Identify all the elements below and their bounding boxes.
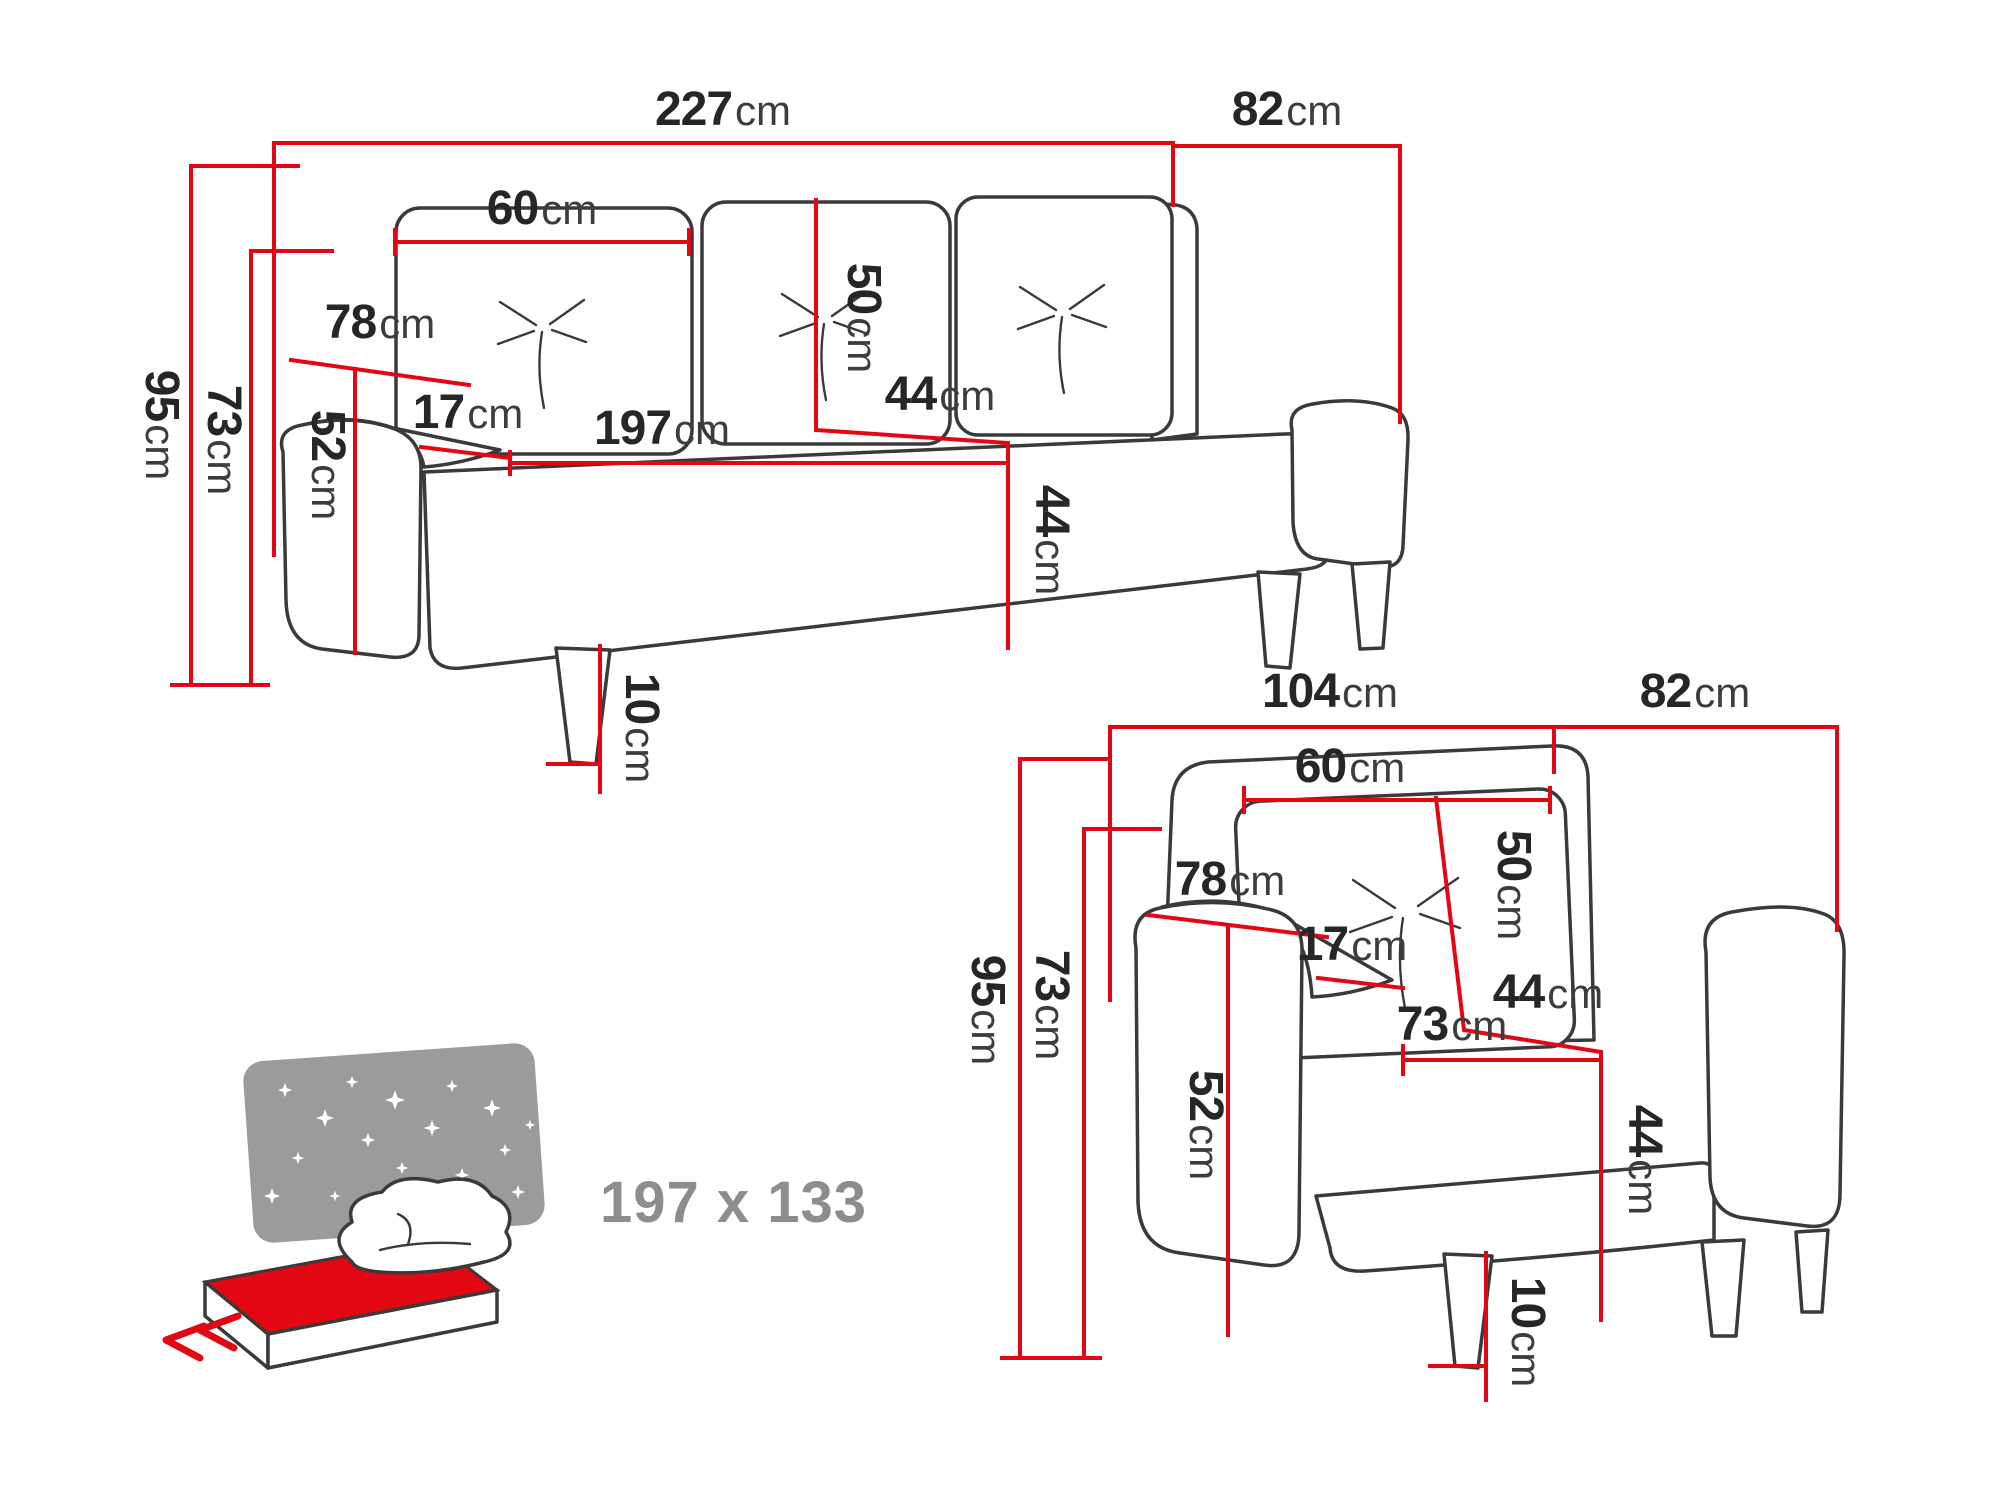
armchair-seat-width-dimension-line	[1401, 1044, 1603, 1076]
sofa-width-depth-dimension-lines	[272, 141, 1402, 557]
sofa-diagram: 227cm 82cm 95cm 73cm 78cm 52cm 60cm 50cm…	[135, 83, 1410, 794]
bed-blanket-folds	[378, 1212, 472, 1252]
armchair-depth-dim: 82cm	[1640, 665, 1750, 718]
sofa-cushion-height-dim: 50cm	[837, 263, 890, 373]
armchair-rear-right-leg	[1794, 1228, 1830, 1314]
armchair-height-dimension-lines	[1000, 757, 1162, 1360]
armchair-left-armrest	[1133, 900, 1304, 1268]
armchair-front-right-leg	[1700, 1238, 1746, 1338]
sofa-arm-depth-dimension-line	[288, 357, 472, 388]
sofa-leg-height-dimension-line	[546, 644, 602, 794]
sofa-cushion-tuft-middle	[778, 290, 870, 402]
armchair-cushion-and-seat-height-dimension-lines	[1433, 795, 1603, 1322]
sofa-right-armrest	[1289, 399, 1410, 570]
armchair-arm-depth-dim: 78cm	[1175, 853, 1285, 906]
sofa-arm-height-dim: 52cm	[301, 410, 354, 520]
bed-base-front-face	[266, 1288, 499, 1370]
sofa-left-armrest	[279, 418, 423, 660]
sofa-rear-right-leg	[1350, 560, 1392, 651]
armchair-back-height-dim: 73cm	[1025, 950, 1078, 1060]
armchair-cushion-depth-dim: 44cm	[1493, 966, 1603, 1019]
sofa-arm-depth-dim: 78cm	[325, 296, 435, 349]
sofa-width-dim: 227cm	[655, 83, 791, 136]
sofa-cushion-tuft-left	[496, 298, 588, 410]
armchair-arm-height-dim: 52cm	[1179, 1070, 1232, 1180]
armchair-arm-width-dim: 17cm	[1297, 918, 1407, 971]
sofa-cushion-width-dim: 60cm	[487, 182, 597, 235]
armchair-cushion-width-dim: 60cm	[1295, 740, 1405, 793]
bed-sleeping-area-icon: 197 x 133	[162, 1043, 867, 1370]
armchair-width-dim: 104cm	[1262, 665, 1398, 718]
pull-out-arrow-icon	[162, 1312, 242, 1362]
armchair-seat-width-dim: 73cm	[1397, 998, 1507, 1051]
sofa-arm-width-dimension-line	[418, 444, 513, 461]
armchair-diagram: 104cm 82cm 95cm 73cm 60cm 50cm 78cm 17cm…	[961, 665, 1846, 1402]
sofa-cushion-width-dimension-line	[393, 228, 691, 256]
sofa-arm-width-dim: 17cm	[413, 386, 523, 439]
bed-sleeping-area-label: 197 x 133	[600, 1170, 867, 1235]
armchair-seat-height-dim: 44cm	[1618, 1105, 1671, 1215]
sofa-cushion-depth-dim: 44cm	[885, 368, 995, 421]
sofa-seat-height-dim: 44cm	[1025, 485, 1078, 595]
sofa-depth-dim: 82cm	[1232, 83, 1342, 136]
sofa-back-cushion-left	[394, 206, 694, 456]
sofa-seat	[422, 432, 1331, 671]
armchair-cushion-height-dim: 50cm	[1487, 830, 1540, 940]
sofa-back-cushion-right	[954, 195, 1174, 437]
armchair-height-dim: 95cm	[961, 955, 1014, 1065]
sofa-height-dim: 95cm	[135, 370, 188, 480]
sofa-front-right-leg	[1256, 570, 1302, 670]
armchair-leg-height-dim: 10cm	[1501, 1277, 1554, 1387]
sofa-height-dimension-lines	[170, 164, 334, 687]
sofa-seat-width-dimension-line	[508, 450, 1010, 476]
armchair-right-armrest	[1703, 905, 1846, 1229]
armchair-leg-height-dimension-line	[1428, 1251, 1488, 1402]
sofa-back-cushion-middle	[700, 200, 952, 446]
sofa-leg-height-dim: 10cm	[615, 673, 668, 783]
armchair-cushion-width-dimension-line	[1242, 786, 1552, 814]
armchair-arm-depth-dimension-line	[1145, 912, 1330, 940]
sofa-cushion-tuft-right	[1016, 283, 1108, 395]
sofa-seat-width-dim: 197cm	[594, 402, 730, 455]
armchair-width-depth-dimension-lines	[1108, 725, 1839, 1002]
armchair-arm-width-dimension-line	[1315, 975, 1406, 991]
sofa-cushion-and-seat-height-dimension-lines	[814, 198, 1010, 650]
armchair-cushion-tuft	[1348, 876, 1462, 1010]
sofa-back-height-dim: 73cm	[197, 385, 250, 495]
